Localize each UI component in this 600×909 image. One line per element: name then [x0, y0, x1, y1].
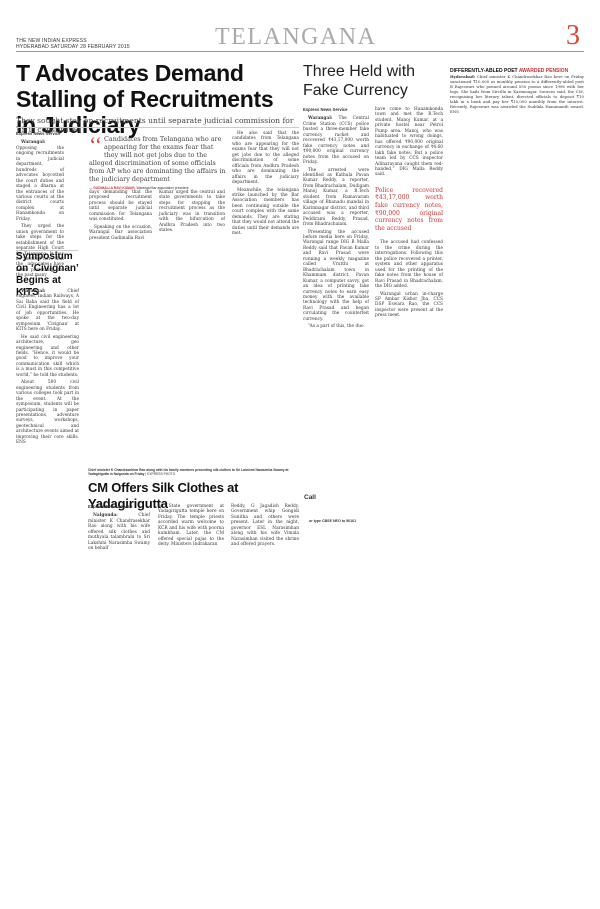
cm-story-column-1: Express News Service Nalgonda: Chief min…	[88, 504, 150, 554]
photo-caption: Chief minister K Chandrasekhar Rao along…	[88, 468, 289, 477]
lead-headline: T Advocates Demand Stalling of Recruitme…	[16, 60, 274, 138]
lead-column-2: days demanding that the proposed recruit…	[89, 190, 152, 243]
paragraph: of State government at Yadagirigutta tem…	[158, 504, 224, 548]
symposium-body: Warangal: Chief engineer, Indian Railway…	[16, 289, 79, 448]
paragraph: Warangal urban in-charge SP Ambar Kishor…	[375, 291, 443, 319]
paragraph: Warangal: The Central Crime Station (CCS…	[303, 116, 369, 166]
lead-column-4: He also said that the candidates from Te…	[232, 131, 299, 239]
cm-story-headline: CM Offers Silk Clothes at Yadagirigutta	[88, 480, 239, 511]
paragraph: Speaking on the occasion, Warangal Bar a…	[89, 224, 152, 241]
lead-column-3: Kumar urged the central and state govern…	[159, 190, 225, 236]
fake-currency-column-2: have come to Hanamkonda town and met the…	[375, 107, 443, 321]
paragraph: About 500 civil engineering students fro…	[16, 380, 79, 446]
lead-pull-quote: ‘‘Candidates from Telangana who are appe…	[89, 132, 226, 184]
cm-story-column-2: of State government at Yadagirigutta tem…	[158, 504, 224, 550]
cm-story-byline: Express News Service	[88, 504, 133, 509]
paragraph: Meanwhile, the telangana strike launched…	[232, 187, 299, 237]
paragraph: Kumar urged the central and state govern…	[159, 190, 225, 234]
paragraph: Presenting the accused before media here…	[303, 229, 369, 322]
quote-mark-icon: ‘‘	[89, 132, 103, 157]
brief-body: Hyderabad: Chief minister K Chandrasekha…	[450, 74, 584, 114]
lead-deck-rule	[16, 127, 299, 128]
ad-call-word: Call	[304, 494, 316, 501]
paragraph: They urged the union government to take …	[16, 224, 64, 279]
paragraph: He said civil engineering architecture, …	[16, 334, 79, 378]
paragraph: Reddy, G Jagadish Reddy, Government whip…	[231, 504, 299, 548]
paragraph: The accused had confessed to the crime d…	[375, 240, 443, 290]
symposium-rule	[16, 250, 78, 251]
section-title: TELANGANA	[215, 24, 377, 50]
brief-headline: DIFFERENTLY-ABLED POET AWARDED PENSION	[450, 68, 569, 74]
paragraph: Warangal: Opposing the ongoing recruitme…	[16, 140, 64, 222]
paragraph: Warangal: Chief engineer, Indian Railway…	[16, 289, 79, 333]
lead-deck: They sought stay on recruitments until s…	[16, 116, 294, 134]
paragraph: The arrested were identified as Kathula …	[303, 167, 369, 228]
dateline: HYDERABAD SATURDAY 28 FEBRUARY 2015	[16, 44, 130, 50]
lead-column-1: Express News Service Warangal: Opposing …	[16, 131, 64, 281]
masthead-rule	[16, 51, 584, 52]
paragraph: Nalgonda: Chief minister K Chandrasekhar…	[88, 513, 150, 552]
fake-currency-pull-quote: Police recovered ₹43,17,000 worth fake c…	[375, 186, 443, 232]
cm-story-column-3: Reddy, G Jagadish Reddy, Government whip…	[231, 504, 299, 550]
paragraph: He also said that the candidates from Te…	[232, 131, 299, 186]
paper-name: THE NEW INDIAN EXPRESS	[16, 38, 87, 44]
lead-quote-box: ‘‘Candidates from Telangana who are appe…	[89, 132, 226, 191]
fake-currency-column-1: Express News Service Warangal: The Centr…	[303, 107, 369, 332]
paragraph: have come to Hanamkonda town and met the…	[375, 107, 443, 178]
fake-currency-byline: Express News Service	[303, 107, 348, 112]
masthead-info: THE NEW INDIAN EXPRESS HYDERABAD SATURDA…	[16, 38, 130, 50]
fake-currency-headline: Three Held with Fake Currency	[303, 63, 416, 99]
brief-item: DIFFERENTLY-ABLED POET AWARDED PENSION H…	[450, 68, 584, 115]
page-number: 3	[566, 20, 580, 51]
lead-byline: Express News Service	[16, 131, 61, 136]
symposium-headline: Symposium on ‘Civignan’ Begins at KITS	[16, 251, 79, 298]
paragraph: “As a part of this, the duo	[308, 324, 364, 330]
quote-attribution: — GUDIMALLA RAVI KUMAR, Warangal Bar ass…	[89, 186, 189, 190]
paragraph: days demanding that the proposed recruit…	[89, 190, 152, 223]
ad-text: or type CBSE NEO to 56161	[309, 519, 357, 523]
